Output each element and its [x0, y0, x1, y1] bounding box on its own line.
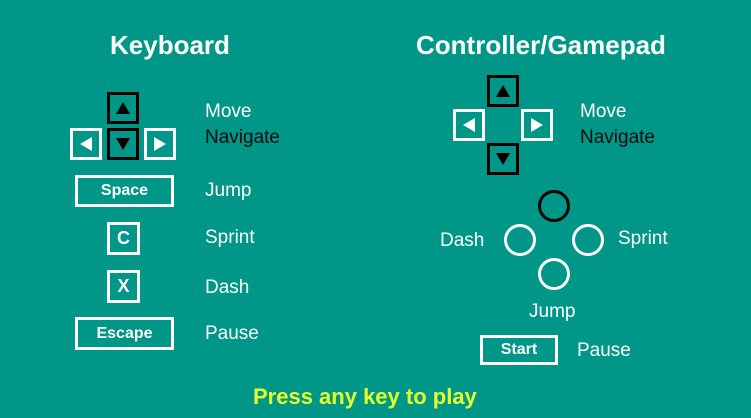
controller-dash-label: Dash [440, 230, 485, 251]
arrow-left-icon [80, 137, 92, 151]
controller-sprint-label: Sprint [618, 228, 668, 249]
dpad-left [453, 109, 485, 141]
keyboard-sprint-label: Sprint [205, 227, 255, 248]
key-right [144, 128, 176, 160]
keyboard-title: Keyboard [110, 30, 230, 60]
arrow-left-icon [463, 118, 475, 132]
dpad-right [521, 109, 553, 141]
face-button-top-icon [538, 190, 570, 222]
face-button-bottom-icon [538, 258, 570, 290]
key-space: Space [75, 175, 174, 207]
controller-navigate-label: Navigate [580, 127, 655, 148]
dpad-up [487, 75, 519, 107]
arrow-up-icon [496, 85, 510, 97]
key-x: X [107, 270, 140, 303]
key-c: C [107, 222, 140, 255]
arrow-up-icon [116, 102, 130, 114]
controller-title: Controller/Gamepad [416, 30, 666, 60]
key-down [107, 128, 139, 160]
key-start: Start [480, 335, 558, 365]
keyboard-dash-label: Dash [205, 277, 250, 298]
arrow-down-icon [116, 138, 130, 150]
arrow-right-icon [154, 137, 166, 151]
arrow-right-icon [531, 118, 543, 132]
keyboard-jump-label: Jump [205, 180, 252, 201]
face-button-right-icon [572, 224, 604, 256]
keyboard-navigate-label: Navigate [205, 127, 280, 148]
controller-pause-label: Pause [577, 340, 631, 361]
key-left [70, 128, 102, 160]
controller-jump-label: Jump [529, 301, 576, 322]
keyboard-pause-label: Pause [205, 323, 259, 344]
dpad-down [487, 143, 519, 175]
key-up [107, 92, 139, 124]
controller-move-label: Move [580, 101, 627, 122]
face-button-left-icon [504, 224, 536, 256]
press-any-key-prompt[interactable]: Press any key to play [253, 384, 477, 409]
arrow-down-icon [496, 153, 510, 165]
key-escape: Escape [75, 317, 174, 350]
keyboard-move-label: Move [205, 101, 252, 122]
